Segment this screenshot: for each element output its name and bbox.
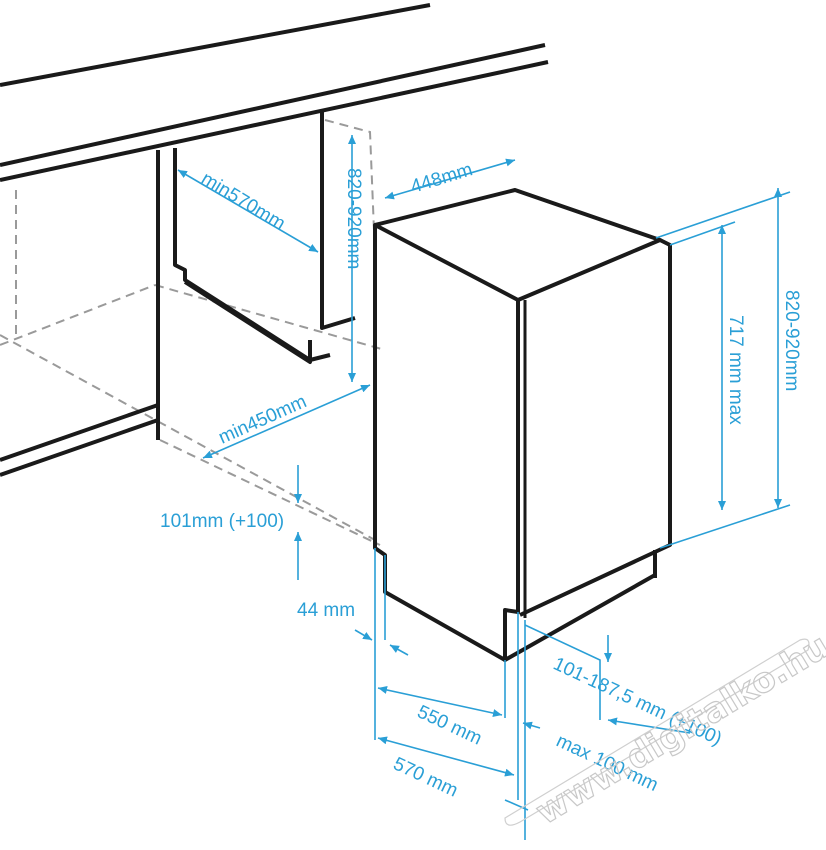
label-niche-height: 820-920mm [343, 168, 364, 269]
dishwasher [373, 188, 672, 662]
label-plinth-offset: 44 mm [297, 600, 355, 621]
label-door-height: 717 mm max [725, 315, 746, 425]
watermark-text: www.digitalko.hu [529, 626, 826, 832]
label-plinth-height: 101mm (+100) [160, 511, 284, 532]
label-depth-570: 570 mm [390, 753, 461, 801]
label-width: 448mm [408, 159, 475, 198]
label-niche-width: min450mm [215, 391, 309, 448]
label-cabinet-depth: min570mm [197, 168, 288, 234]
dimension-lines [177, 135, 791, 840]
rear-cabinet [173, 112, 356, 364]
left-cabinet [0, 150, 160, 477]
label-height-range: 820-920mm [781, 290, 802, 391]
countertop [0, 3, 549, 182]
hidden-lines [0, 119, 386, 546]
watermark: www.digitalko.hu [504, 626, 826, 833]
